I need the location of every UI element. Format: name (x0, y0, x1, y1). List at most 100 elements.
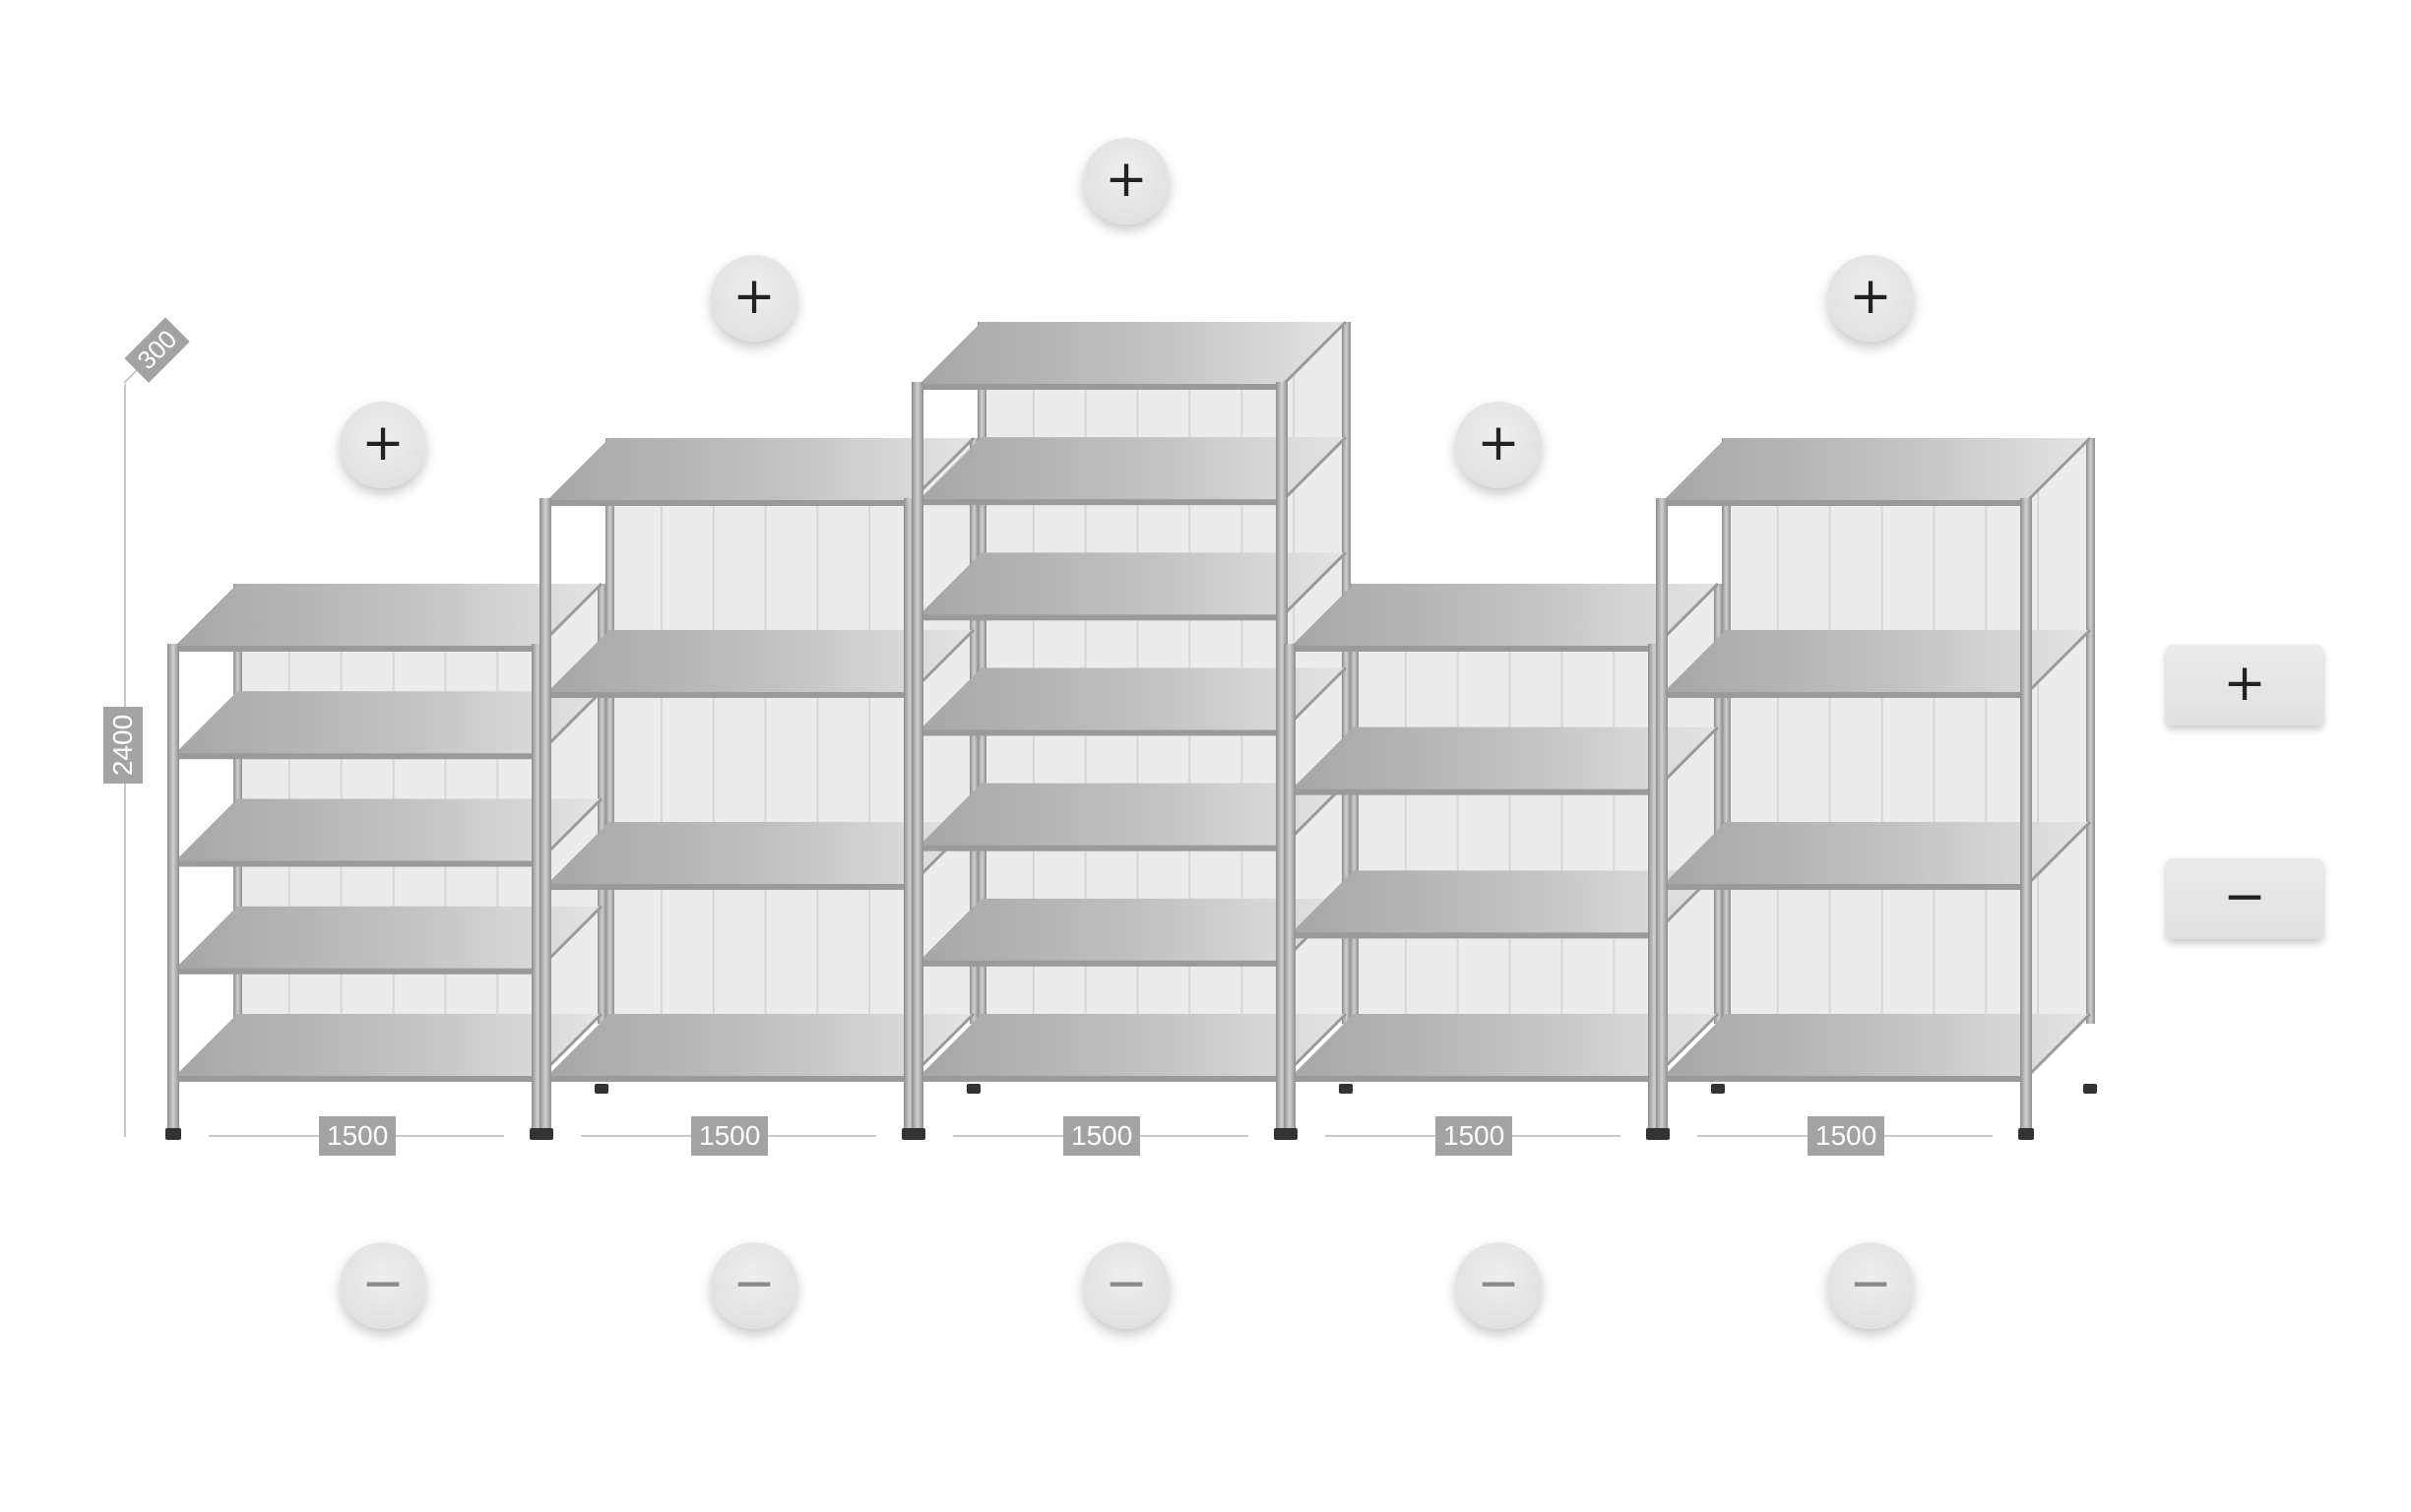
shelf (1662, 630, 2090, 694)
shelf-side-edge (1280, 551, 1348, 618)
bay-4-width-label: 1500 (1435, 1116, 1513, 1156)
foot (1711, 1084, 1725, 1094)
shelf (918, 437, 1346, 502)
shelf (918, 667, 1346, 732)
shelf-edge (918, 614, 1282, 621)
bay-5-add-shelf-button[interactable]: + (1827, 255, 1914, 342)
shelf-edge (918, 729, 1282, 736)
bay-1-remove-shelf-button[interactable]: − (340, 1242, 426, 1329)
remove-bay-button[interactable]: − (2166, 858, 2323, 939)
back-post (1342, 322, 1351, 1024)
shelf (918, 1014, 1346, 1078)
shelf-edge (1662, 884, 2026, 890)
shelf-edge (545, 500, 910, 506)
back-post (1722, 438, 1731, 1024)
shelf-edge (545, 692, 910, 698)
bay-5-width-label: 1500 (1808, 1116, 1885, 1156)
foot (1282, 1128, 1298, 1140)
back-post (1714, 584, 1723, 1024)
bay-3-add-shelf-button[interactable]: + (1083, 138, 1170, 224)
shelf (1290, 584, 1718, 648)
minus-icon: − (1477, 1254, 1520, 1313)
height-label: 2400 (103, 707, 143, 784)
minus-icon: − (2223, 867, 2266, 926)
minus-icon: − (732, 1254, 776, 1313)
shelf-edge (918, 1076, 1282, 1082)
shelf (1662, 438, 2090, 502)
front-post (912, 382, 923, 1128)
shelf-edge (1662, 692, 2026, 698)
front-post (539, 498, 551, 1128)
bay-2-width-label: 1500 (691, 1116, 769, 1156)
add-bay-button[interactable]: + (2166, 645, 2323, 725)
shelf (1290, 870, 1718, 935)
shelf-edge (918, 384, 1282, 390)
shelf-edge (918, 499, 1282, 506)
shelf-edge (173, 753, 538, 760)
front-post (167, 644, 179, 1128)
bay-2-add-shelf-button[interactable]: + (711, 255, 797, 342)
minus-icon: − (1849, 1254, 1892, 1313)
plus-icon: + (1477, 413, 1520, 472)
shelf (1662, 1014, 2090, 1078)
shelf (1290, 726, 1718, 791)
bay-1-width-label: 1500 (319, 1116, 397, 1156)
bay-3-width-label: 1500 (1063, 1116, 1141, 1156)
shelf (173, 691, 602, 756)
foot (2083, 1084, 2097, 1094)
minus-icon: − (361, 1254, 405, 1313)
shelf-edge (545, 884, 910, 890)
front-post (2020, 498, 2032, 1128)
shelf (545, 1014, 974, 1078)
shelf (173, 1014, 602, 1078)
plus-icon: + (1105, 150, 1148, 209)
bay-4-add-shelf-button[interactable]: + (1455, 402, 1542, 488)
plus-icon: + (732, 267, 776, 326)
shelf-edge (173, 646, 538, 652)
back-panel (1726, 438, 2090, 1014)
shelf-edge (173, 860, 538, 867)
bay-4-remove-shelf-button[interactable]: − (1455, 1242, 1542, 1329)
minus-icon: − (1105, 1254, 1148, 1313)
plus-icon: + (2223, 654, 2266, 713)
shelf-edge (1290, 1076, 1654, 1082)
shelf-edge (173, 1076, 538, 1082)
shelf-side-edge (1280, 436, 1348, 503)
bay-3-remove-shelf-button[interactable]: − (1083, 1242, 1170, 1329)
back-post (2086, 438, 2095, 1024)
shelf-edge (918, 845, 1282, 851)
bay-5-remove-shelf-button[interactable]: − (1827, 1242, 1914, 1329)
shelf-side-edge (2024, 820, 2092, 888)
shelf-edge (918, 960, 1282, 967)
shelf (545, 438, 974, 502)
shelf-side-edge (2024, 1012, 2092, 1080)
shelf-side-edge (2024, 436, 2092, 504)
shelf-edge (1290, 788, 1654, 795)
shelf (1662, 822, 2090, 886)
shelf (918, 783, 1346, 848)
shelf-edge (1290, 932, 1654, 939)
front-post (1284, 644, 1296, 1128)
shelf (1290, 1014, 1718, 1078)
foot (538, 1128, 553, 1140)
shelf (918, 898, 1346, 963)
bay-1-add-shelf-button[interactable]: + (340, 402, 426, 488)
back-post (1350, 584, 1359, 1024)
shelf-edge (173, 968, 538, 975)
shelf-edge (1662, 1076, 2026, 1082)
shelf-side-edge (2024, 628, 2092, 696)
foot (2018, 1128, 2034, 1140)
foot (967, 1084, 981, 1094)
shelf (545, 822, 974, 886)
shelf (918, 552, 1346, 617)
foot (595, 1084, 608, 1094)
bay-2-remove-shelf-button[interactable]: − (711, 1242, 797, 1329)
back-post (605, 438, 614, 1024)
shelf-edge (1290, 646, 1654, 652)
foot (1654, 1128, 1670, 1140)
shelf-side-edge (1280, 320, 1348, 388)
plus-icon: + (361, 413, 405, 472)
front-post (1656, 498, 1668, 1128)
